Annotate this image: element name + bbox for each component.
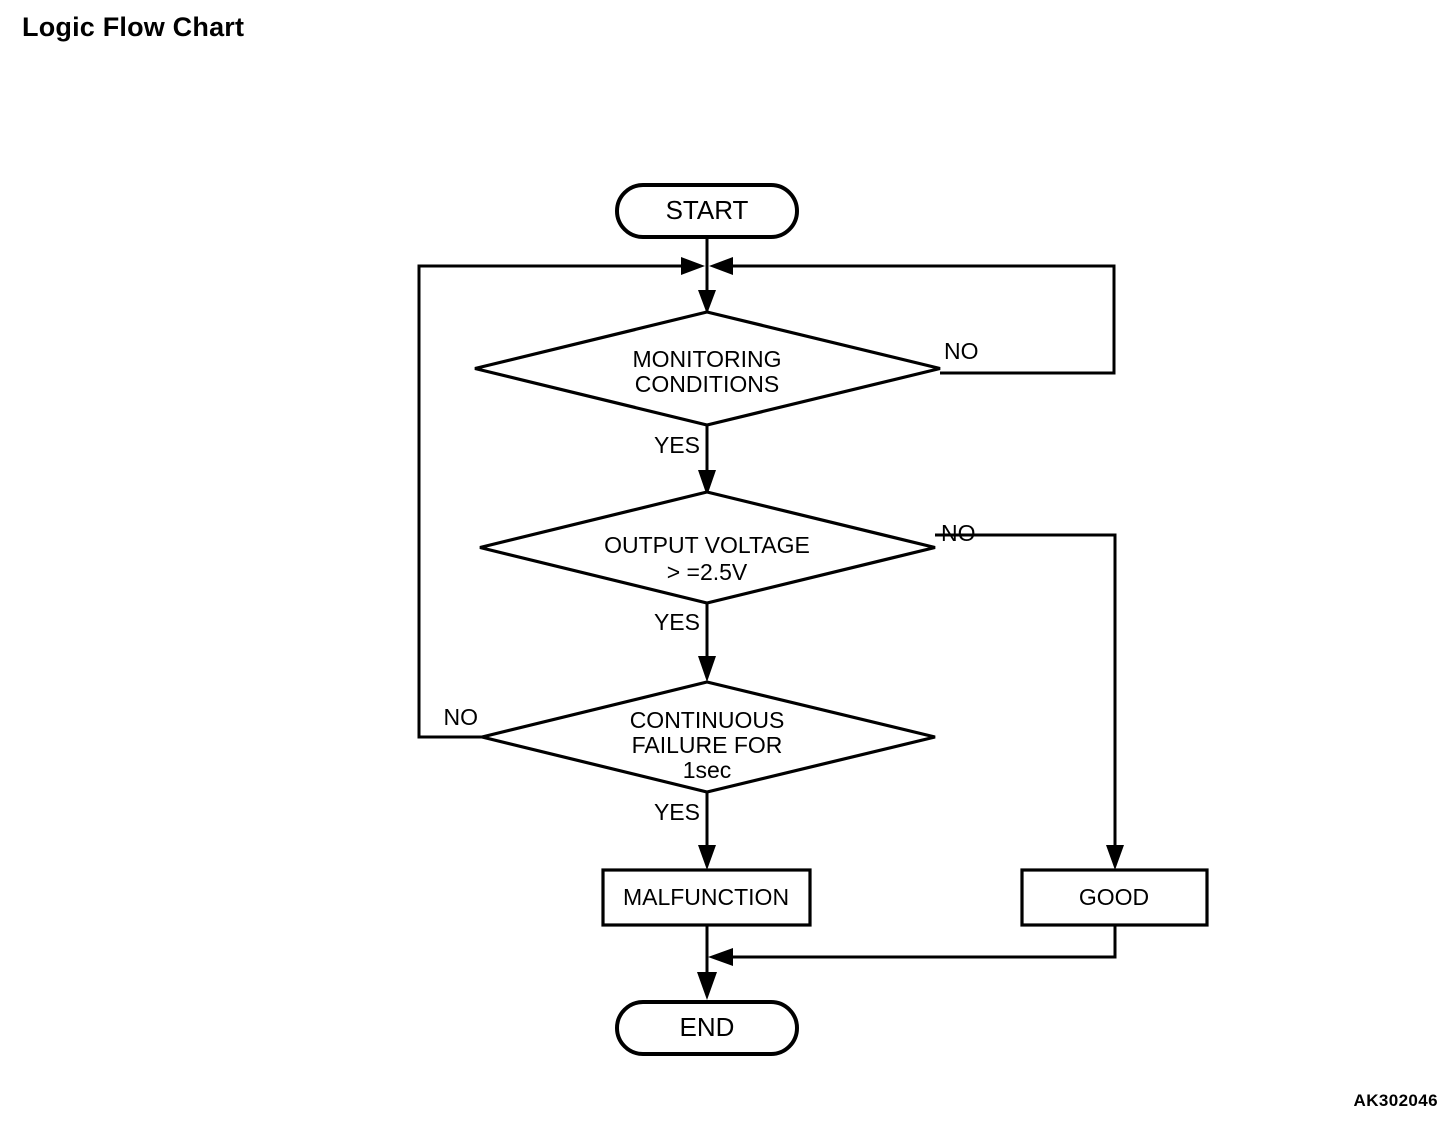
node-good-label: GOOD [1079, 884, 1149, 910]
arrowhead-down-to-malfunction [698, 845, 716, 870]
node-continuous-line2: FAILURE FOR [632, 732, 783, 758]
branch-label-voltage-yes: YES [654, 609, 700, 635]
arrowhead-left-into-merge [709, 257, 733, 275]
node-start-label: START [666, 195, 749, 225]
node-malfunction[interactable] [601, 868, 812, 927]
node-malfunction-label: MALFUNCTION [623, 884, 789, 910]
branch-label-voltage-no: NO [941, 520, 976, 546]
node-good[interactable] [1020, 868, 1209, 927]
page-title: Logic Flow Chart [22, 12, 245, 42]
arrowhead-down-to-voltage [698, 470, 716, 496]
node-continuous-failure[interactable] [481, 680, 936, 794]
branch-label-continuous-yes: YES [654, 799, 700, 825]
node-end-label: END [680, 1012, 735, 1042]
node-monitoring-line2: CONDITIONS [635, 371, 779, 397]
node-end[interactable] [615, 1000, 799, 1056]
node-monitoring-conditions[interactable] [474, 310, 941, 427]
edge-monitoring-no-loop [726, 264, 1116, 375]
node-continuous-line1: CONTINUOUS [630, 707, 785, 733]
arrowhead-left-into-end-line [708, 948, 733, 966]
branch-label-monitoring-yes: YES [654, 432, 700, 458]
node-monitoring-line1: MONITORING [632, 346, 781, 372]
node-continuous-line3: 1sec [683, 757, 732, 783]
node-voltage-line2: > =2.5V [667, 559, 748, 585]
edge-good-to-merge [725, 925, 1117, 959]
diagram-code: AK302046 [1353, 1091, 1438, 1110]
arrowhead-down-to-good [1106, 845, 1124, 870]
arrowhead-down-to-continuous [698, 656, 716, 682]
branch-label-monitoring-no: NO [944, 338, 979, 364]
arrowhead-down-to-end [697, 972, 717, 1000]
node-voltage-line1: OUTPUT VOLTAGE [604, 532, 810, 558]
node-output-voltage[interactable] [479, 490, 936, 605]
arrowhead-down-to-monitoring [698, 290, 716, 314]
node-start[interactable] [615, 183, 799, 239]
branch-label-continuous-no: NO [444, 704, 479, 730]
edge-continuous-no-loop [417, 264, 688, 739]
edge-voltage-no-to-good [935, 533, 1117, 866]
arrowhead-right-into-merge [681, 257, 705, 275]
